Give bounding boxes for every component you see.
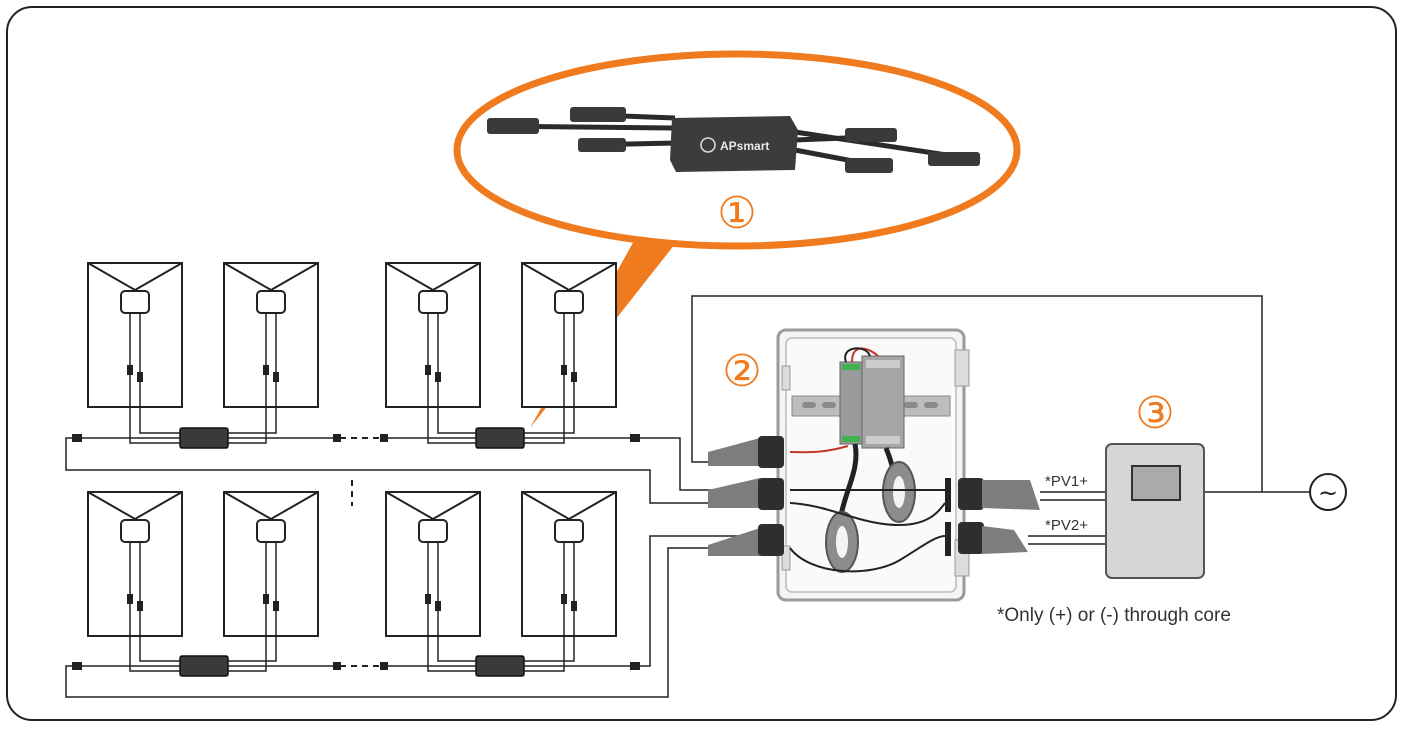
solar-panel [385,491,481,637]
solar-panel [521,491,617,637]
pv2-label: *PV2+ [1045,517,1088,534]
module-box [179,427,229,449]
current-transformer-core [825,511,859,573]
string-continuation-marks [340,437,380,667]
solar-panel [223,491,319,637]
rapid-shutdown-device-photo: APsmart [487,107,981,173]
ac-grid-symbol: ~ [1309,473,1347,511]
module-box [475,655,525,677]
solar-panel [87,491,183,637]
solar-array [87,262,617,637]
diagram-frame [6,6,1397,721]
pv-lines [1028,491,1310,545]
cable-glands-right [945,478,1040,556]
module-box [475,427,525,449]
transmitter-enclosure [776,328,970,602]
solar-panel [87,262,183,408]
mc4-connectors [72,365,640,670]
callout-number-2: ② [722,346,761,397]
solar-panel [385,262,481,408]
module-box [179,655,229,677]
core-note: *Only (+) or (-) through core [997,605,1231,626]
callout-number-1: ① [717,188,756,239]
shutdown-modules [179,427,525,677]
device-brand-text: APsmart [720,139,769,153]
inverter [1105,443,1205,579]
ac-tilde: ~ [1318,479,1338,507]
pv1-label: *PV1+ [1045,473,1088,490]
callout-number-3: ③ [1135,388,1174,439]
cable-glands-left [708,436,784,556]
solar-panel [521,262,617,408]
string-wiring [65,313,740,698]
solar-panel [223,262,319,408]
current-transformer-core [882,461,916,523]
